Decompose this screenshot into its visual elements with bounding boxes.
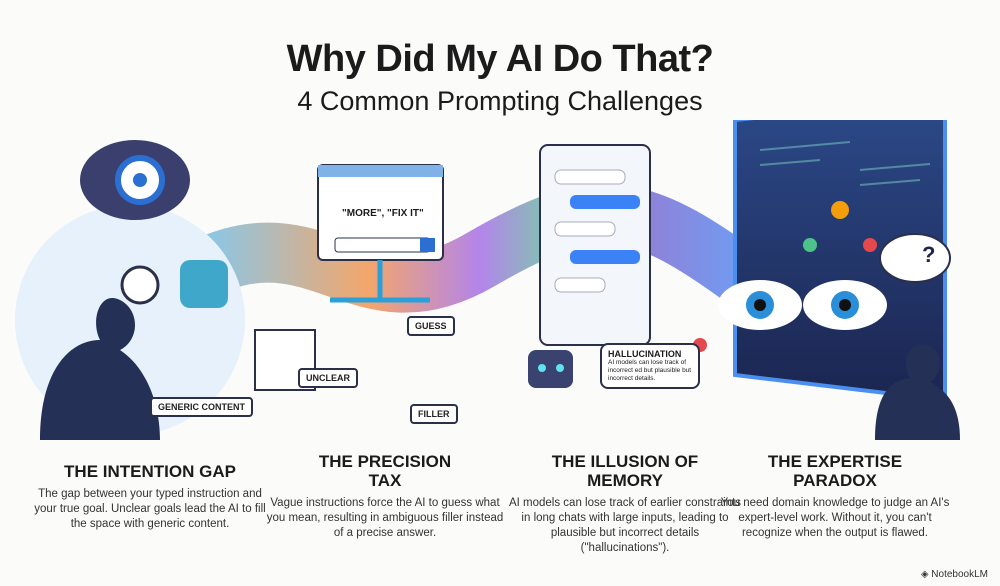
hallucination-text: AI models can lose track of incorrect ed…	[608, 359, 692, 382]
section-illusion-of-memory: THE ILLUSION OF MEMORY AI models can los…	[505, 452, 745, 556]
flow-ribbon	[186, 184, 778, 315]
unclear-label: UNCLEAR	[298, 368, 358, 388]
illustration	[15, 120, 960, 440]
robot-icon	[528, 350, 573, 388]
compass-icon	[120, 265, 160, 305]
person-silhouette-2	[875, 344, 960, 440]
filler-label: FILLER	[410, 404, 458, 424]
hallucination-callout: HALLUCINATION AI models can lose track o…	[600, 343, 700, 389]
section-text: The gap between your typed instruction a…	[34, 488, 266, 530]
section-text: Vague instructions force the AI to guess…	[266, 497, 504, 539]
thought-bubble	[879, 233, 951, 283]
guess-label: GUESS	[407, 316, 455, 336]
section-text: AI models can lose track of earlier cons…	[508, 497, 742, 554]
section-title: THE INTENTION GAP	[64, 462, 236, 481]
section-title: THE EXPERTISE PARADOX	[767, 452, 903, 490]
section-title: THE ILLUSION OF MEMORY	[551, 452, 699, 490]
prompt-bubble: "MORE", "FIX IT"	[342, 208, 424, 219]
section-title: THE PRECISION TAX	[318, 452, 452, 490]
brand-name: NotebookLM	[931, 569, 988, 580]
section-expertise-paradox: THE EXPERTISE PARADOX You need domain kn…	[715, 452, 955, 541]
person-silhouette	[40, 298, 160, 440]
hallucination-title: HALLUCINATION	[608, 349, 682, 359]
page-subtitle: 4 Common Prompting Challenges	[297, 86, 703, 116]
section-intention-gap: THE INTENTION GAP The gap between your t…	[30, 462, 270, 532]
section-precision-tax: THE PRECISION TAX Vague instructions for…	[265, 452, 505, 541]
brand-logo: ◈ NotebookLM	[920, 569, 988, 580]
question-mark: ?	[922, 242, 936, 267]
section-text: You need domain knowledge to judge an AI…	[720, 497, 950, 539]
generic-content-label: GENERIC CONTENT	[150, 397, 254, 417]
page-title: Why Did My AI Do That?	[286, 38, 714, 80]
ai-app-icon	[180, 260, 228, 308]
